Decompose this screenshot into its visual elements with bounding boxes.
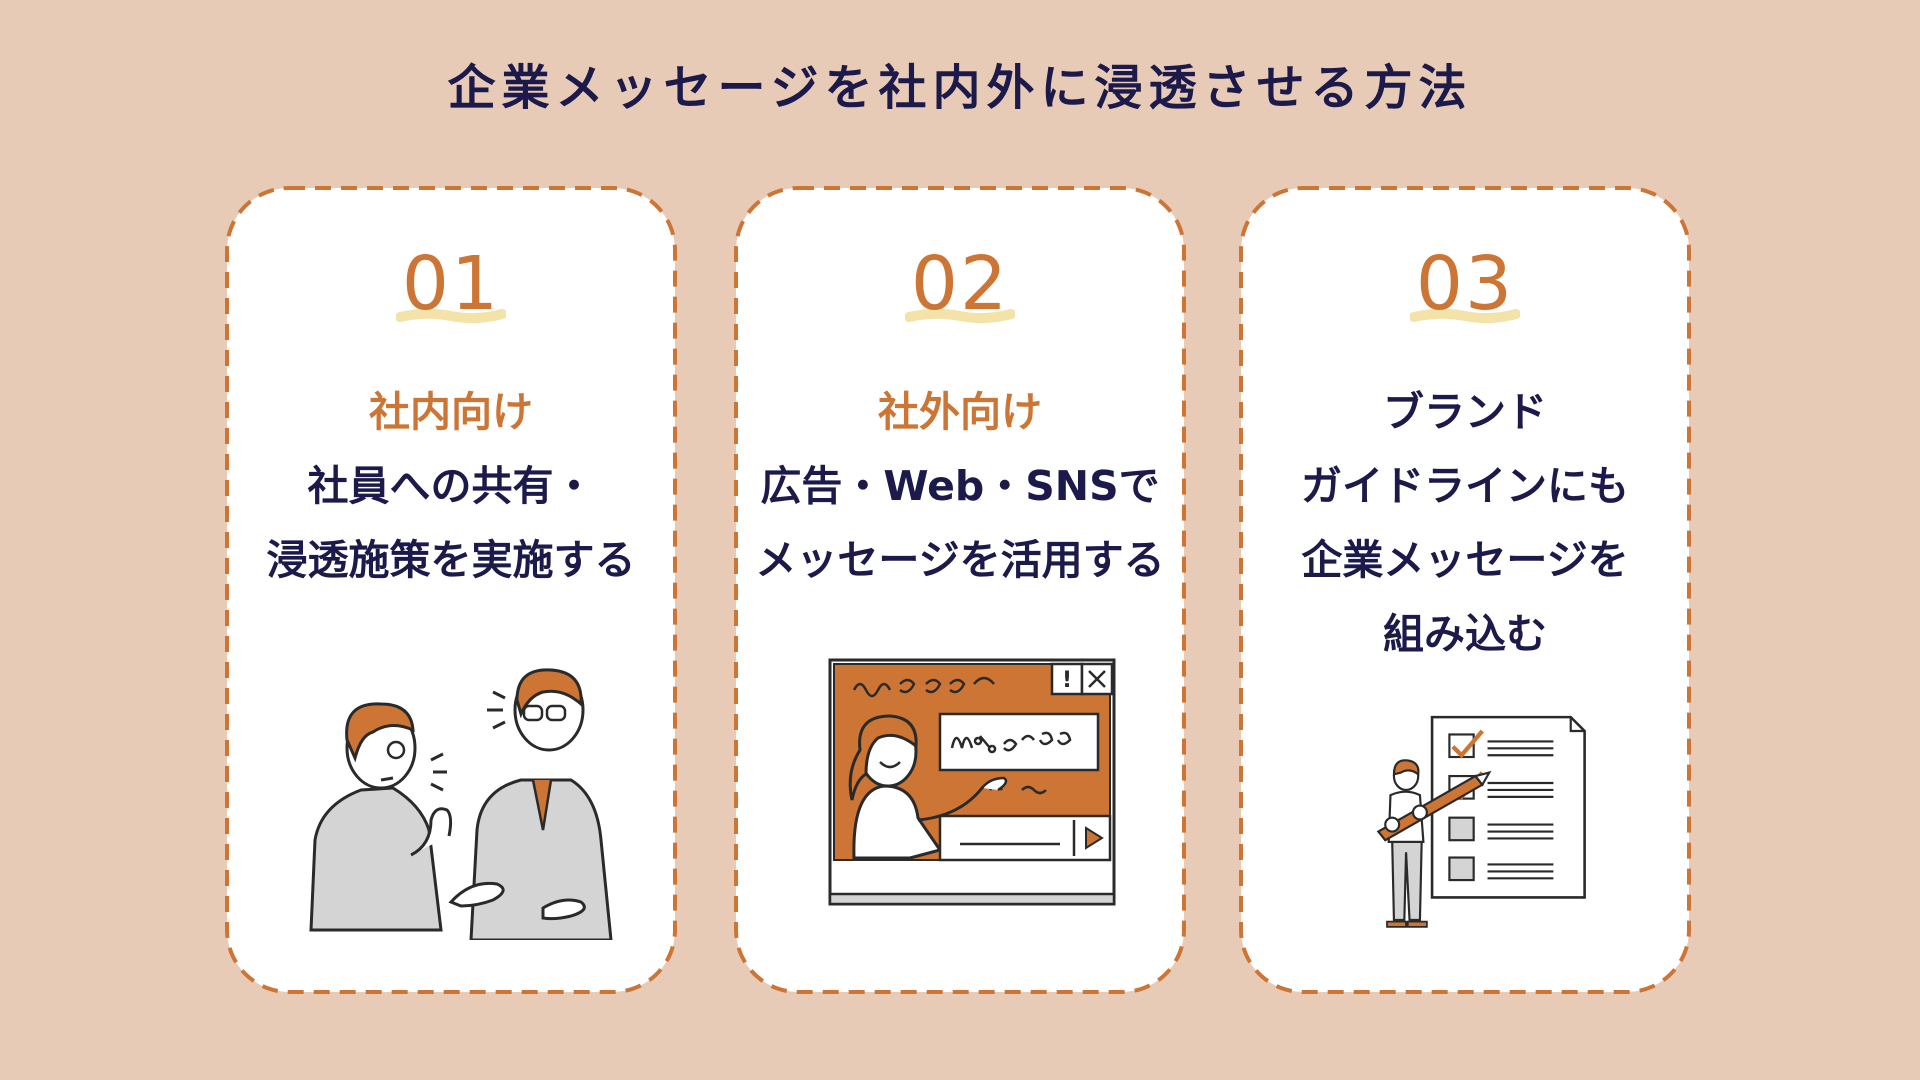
page-title: 企業メッセージを社内外に浸透させる方法 <box>447 60 1473 116</box>
card-heading: 社内向け <box>369 388 533 436</box>
number-highlight <box>905 308 1015 324</box>
card-line: ガイドラインにも <box>1301 462 1629 510</box>
card-line: ブランド <box>1383 388 1547 436</box>
card-description: 社内向け 社員への共有・ 浸透施策を実施する <box>224 375 678 597</box>
card-line: 社員への共有・ <box>307 462 595 510</box>
card-line: 組み込む <box>1383 610 1547 658</box>
card-number: 02 <box>910 241 1010 327</box>
method-card-brand-guideline: 03 ブランド ガイドラインにも 企業メッセージを 組み込む <box>1238 185 1692 995</box>
card-description: ブランド ガイドラインにも 企業メッセージを 組み込む <box>1238 375 1692 671</box>
checklist-with-pencil-icon <box>1376 715 1586 928</box>
card-line: 広告・Web・SNSで <box>760 462 1160 510</box>
card-heading: 社外向け <box>878 388 1042 436</box>
number-highlight <box>1410 308 1520 324</box>
card-line: 浸透施策を実施する <box>266 536 636 584</box>
svg-text:!: ! <box>1062 668 1072 693</box>
card-line: 企業メッセージを <box>1301 536 1629 584</box>
method-card-external: 02 社外向け 広告・Web・SNSで メッセージを活用する ! <box>733 185 1187 995</box>
card-description: 社外向け 広告・Web・SNSで メッセージを活用する <box>733 375 1187 597</box>
number-highlight <box>396 308 506 324</box>
method-card-internal: 01 社内向け 社員への共有・ 浸透施策を実施する <box>224 185 678 995</box>
two-businessmen-conversation-icon <box>309 668 613 940</box>
web-presentation-icon: ! <box>828 658 1116 906</box>
card-number: 01 <box>401 241 501 327</box>
card-line: メッセージを活用する <box>755 536 1165 584</box>
card-number: 03 <box>1415 241 1515 327</box>
